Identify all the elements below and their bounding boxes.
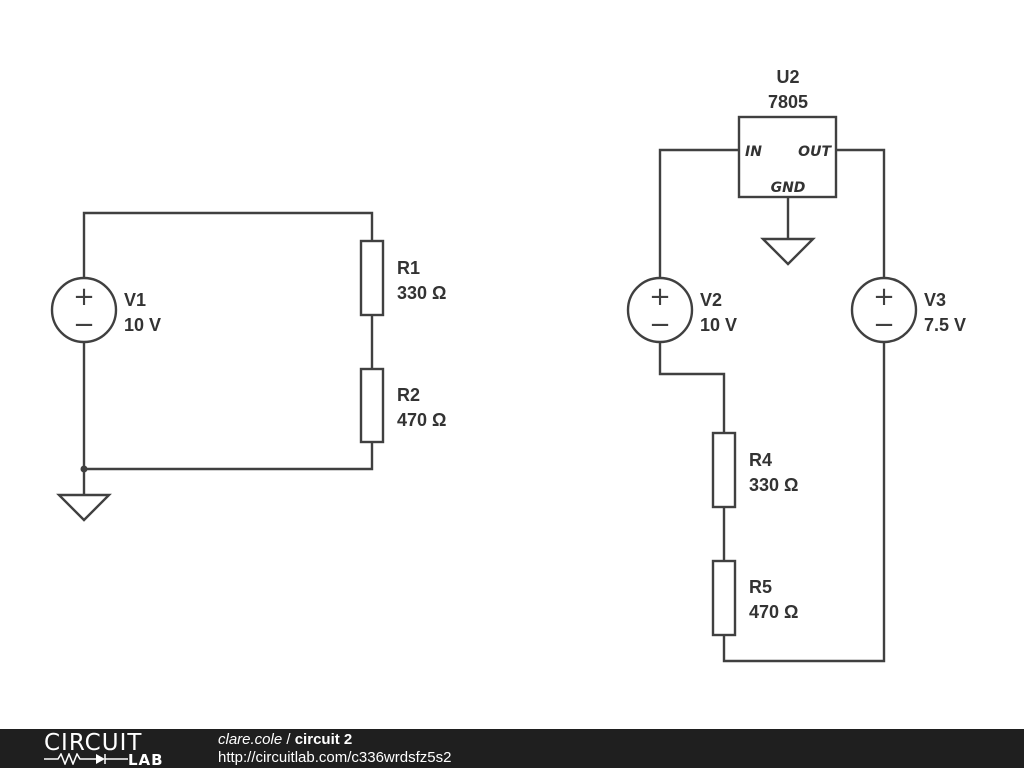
v3-value: 7.5 V bbox=[924, 315, 966, 335]
v3-designator: V3 bbox=[924, 290, 946, 310]
voltage-source-v1[interactable]: + − bbox=[50, 276, 118, 344]
wire bbox=[722, 342, 886, 663]
wire bbox=[658, 148, 739, 278]
minus-sign: − bbox=[873, 310, 895, 340]
voltage-source-v2[interactable]: + − bbox=[626, 276, 694, 344]
circuit-url-link[interactable]: http://circuitlab.com/c336wrdsfz5s2 bbox=[218, 749, 452, 766]
resistor-r5[interactable] bbox=[711, 559, 737, 637]
circuit-credit: clare.cole / circuit 2 bbox=[218, 731, 352, 748]
r4-value: 330 Ω bbox=[749, 475, 798, 495]
r2-value: 470 Ω bbox=[397, 410, 446, 430]
credit-separator: / bbox=[282, 731, 295, 748]
u2-pin-gnd: GND bbox=[771, 180, 806, 196]
r5-value: 470 Ω bbox=[749, 602, 798, 622]
footer-bar: CIRCUIT LAB clare.cole / circuit 2 http:… bbox=[0, 729, 1024, 769]
circuit-schematic: + − V1 10 V R1 330 Ω R2 470 Ω IN OUT GND… bbox=[50, 67, 966, 663]
junction-dot bbox=[80, 465, 88, 473]
u2-pin-out: OUT bbox=[798, 144, 832, 160]
r1-designator: R1 bbox=[397, 258, 420, 278]
logo-wordmark-bottom: LAB bbox=[44, 751, 180, 769]
r1-value: 330 Ω bbox=[397, 283, 446, 303]
right-circuit: IN OUT GND U2 7805 + − V2 10 V + − V3 7.… bbox=[626, 67, 966, 663]
u2-value: 7805 bbox=[768, 92, 808, 112]
voltage-source-v3[interactable]: + − bbox=[850, 276, 918, 344]
circuit-title[interactable]: circuit 2 bbox=[294, 731, 353, 748]
resistor-diode-icon bbox=[44, 753, 128, 765]
v1-value: 10 V bbox=[124, 315, 161, 335]
ground-symbol bbox=[56, 493, 112, 522]
r5-designator: R5 bbox=[749, 577, 772, 597]
resistor-r1[interactable] bbox=[359, 239, 385, 317]
plus-sign: + bbox=[73, 282, 95, 312]
v1-designator: V1 bbox=[124, 290, 146, 310]
wire bbox=[82, 342, 374, 471]
u2-pin-in: IN bbox=[745, 144, 762, 160]
resistor-r4[interactable] bbox=[711, 431, 737, 509]
minus-sign: − bbox=[649, 310, 671, 340]
wire bbox=[836, 148, 886, 278]
u2-designator: U2 bbox=[776, 67, 799, 87]
resistor-r2[interactable] bbox=[359, 367, 385, 444]
author-name[interactable]: clare.cole bbox=[218, 731, 283, 748]
regulator-u2[interactable]: IN OUT GND bbox=[737, 115, 838, 199]
plus-sign: + bbox=[873, 282, 895, 312]
logo-lab-text: LAB bbox=[128, 751, 164, 769]
logo-wordmark-top: CIRCUIT bbox=[44, 730, 143, 756]
ground-symbol bbox=[760, 237, 816, 266]
wire bbox=[658, 342, 726, 433]
wire bbox=[82, 211, 374, 278]
minus-sign: − bbox=[73, 310, 95, 340]
plus-sign: + bbox=[649, 282, 671, 312]
r2-designator: R2 bbox=[397, 385, 420, 405]
v2-value: 10 V bbox=[700, 315, 737, 335]
v2-designator: V2 bbox=[700, 290, 722, 310]
r4-designator: R4 bbox=[749, 450, 772, 470]
left-circuit: + − V1 10 V R1 330 Ω R2 470 Ω bbox=[50, 211, 446, 522]
